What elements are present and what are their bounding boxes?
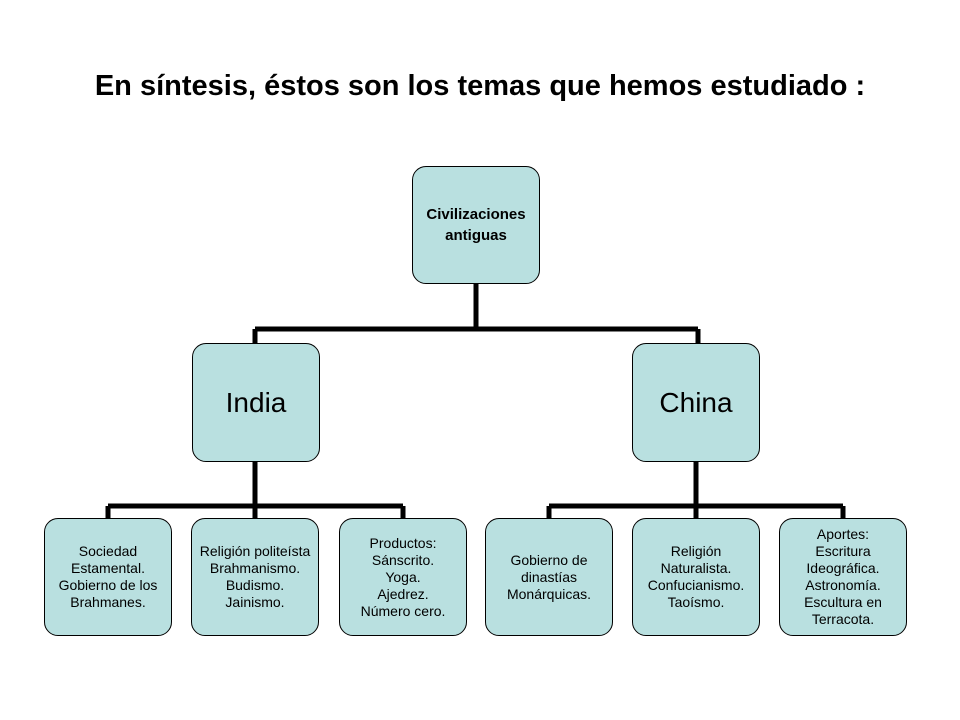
node-root: Civilizaciones antiguas bbox=[412, 166, 540, 284]
node-india-child: Religión politeísta Brahmanismo. Budismo… bbox=[191, 518, 319, 636]
node-india-label: India bbox=[225, 386, 287, 418]
node-india-child: Sociedad Estamental. Gobierno de los Bra… bbox=[44, 518, 172, 636]
node-india-child-label: Religión politeísta Brahmanismo. Budismo… bbox=[199, 543, 311, 610]
node-china: China bbox=[632, 343, 760, 462]
node-india-child-label: Sociedad Estamental. Gobierno de los Bra… bbox=[58, 543, 158, 610]
node-china-child-label: Aportes: Escritura Ideográfica. Astronom… bbox=[804, 526, 882, 627]
node-china-child: Religión Naturalista. Confucianismo. Tao… bbox=[632, 518, 760, 636]
node-india-child-label: Productos: Sánscrito. Yoga. Ajedrez. Núm… bbox=[360, 534, 446, 619]
node-china-child: Gobierno de dinastías Monárquicas. bbox=[485, 518, 613, 636]
node-china-child: Aportes: Escritura Ideográfica. Astronom… bbox=[779, 518, 907, 636]
node-china-child-label: Religión Naturalista. Confucianismo. Tao… bbox=[647, 543, 745, 610]
node-china-child-label: Gobierno de dinastías Monárquicas. bbox=[506, 551, 592, 602]
node-china-label: China bbox=[659, 386, 733, 418]
slide-title: En síntesis, éstos son los temas que hem… bbox=[94, 70, 866, 102]
node-root-label: Civilizaciones antiguas bbox=[426, 206, 526, 244]
node-india: India bbox=[192, 343, 320, 462]
node-india-child: Productos: Sánscrito. Yoga. Ajedrez. Núm… bbox=[339, 518, 467, 636]
